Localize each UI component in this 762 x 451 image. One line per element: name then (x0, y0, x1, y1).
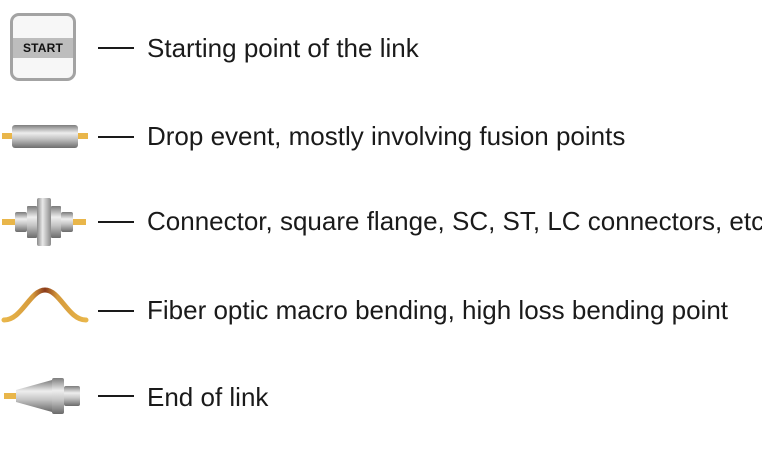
drop-event-icon (2, 125, 88, 148)
legend-item-connector: Connector, square flange, SC, ST, LC con… (0, 192, 762, 252)
legend-label: End of link (147, 382, 269, 412)
legend-dash (98, 221, 134, 223)
end-of-link-icon (4, 378, 80, 414)
legend-dash (98, 47, 134, 49)
legend-dash (98, 136, 134, 138)
legend-item-end-of-link: End of link (0, 366, 762, 426)
legend-label: Fiber optic macro bending, high loss ben… (147, 295, 729, 325)
start-badge-text: START (13, 38, 73, 58)
legend-label: Drop event, mostly involving fusion poin… (147, 121, 626, 151)
start-badge-icon: START (10, 13, 76, 81)
legend-label: Connector, square flange, SC, ST, LC con… (147, 206, 762, 236)
legend-item-drop-event: Drop event, mostly involving fusion poin… (0, 106, 762, 166)
legend-dash (98, 395, 134, 397)
legend-item-start: START Starting point of the link (0, 0, 762, 81)
legend-label: Starting point of the link (147, 33, 419, 63)
legend-item-macro-bend: Fiber optic macro bending, high loss ben… (0, 280, 762, 340)
legend-dash (98, 310, 134, 312)
macro-bend-icon (1, 287, 89, 323)
connector-icon (2, 198, 86, 246)
